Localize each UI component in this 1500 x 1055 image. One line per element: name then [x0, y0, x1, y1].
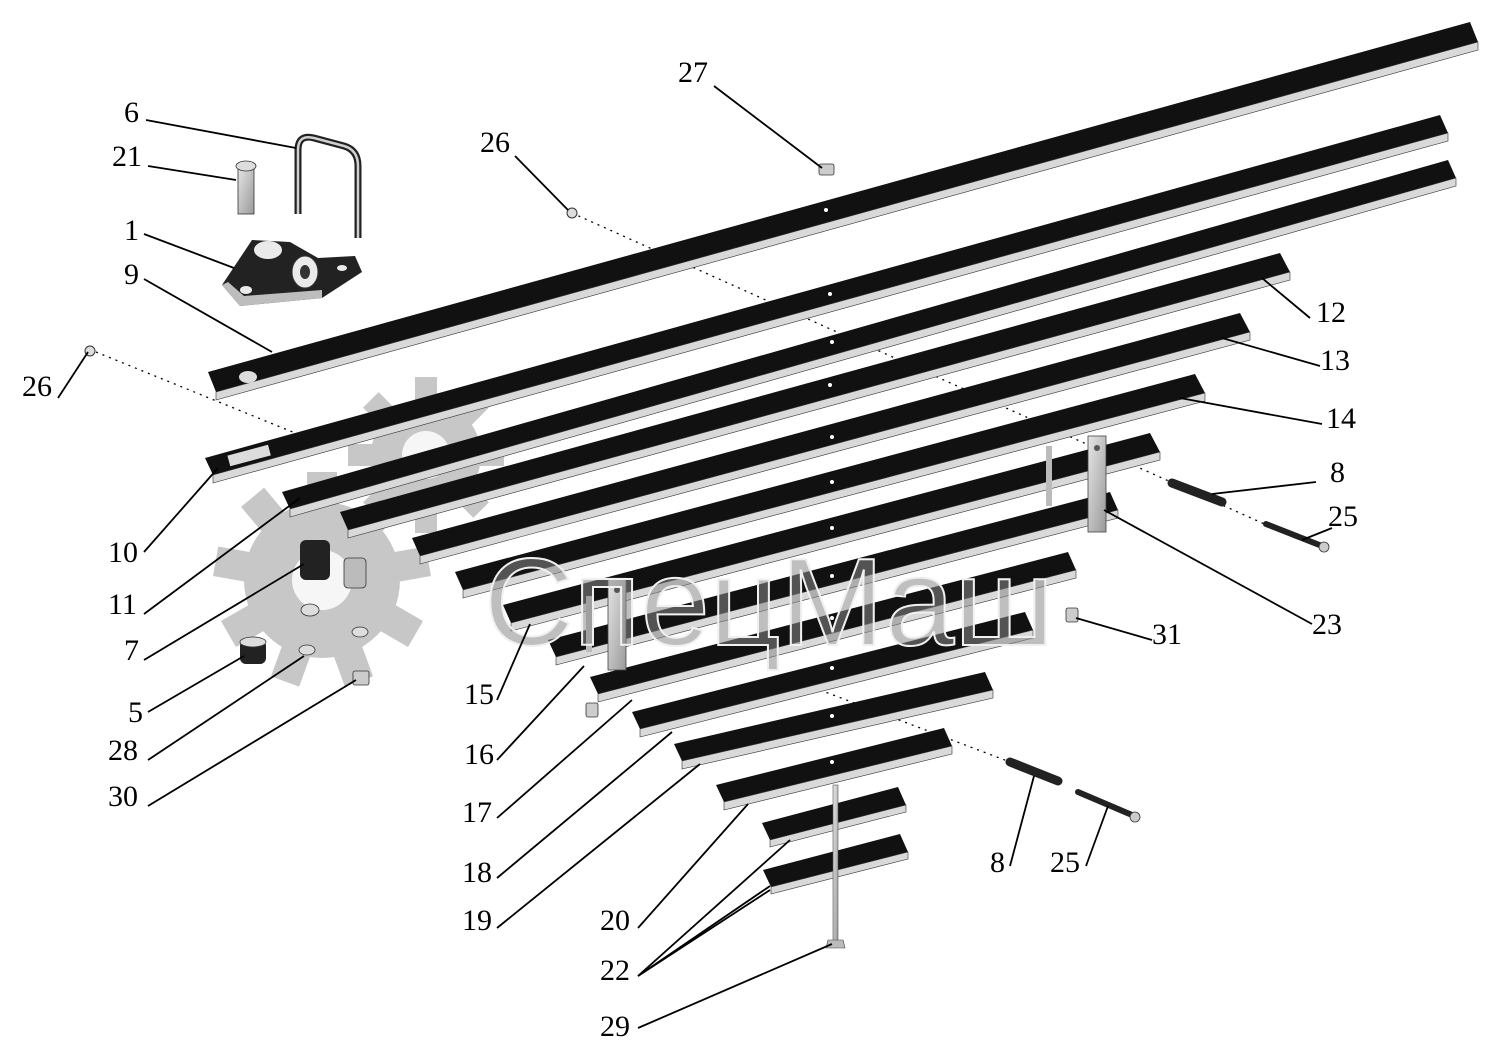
callout-29: 29 — [600, 1010, 630, 1043]
callout-20: 20 — [600, 904, 630, 937]
callout-6: 6 — [124, 96, 139, 129]
callout-18: 18 — [462, 856, 492, 889]
nut-31 — [585, 607, 1079, 718]
callout-9: 9 — [124, 258, 139, 291]
leaf-11 — [282, 160, 1457, 518]
leaf-12 — [340, 253, 1291, 539]
callout-10: 10 — [108, 536, 138, 569]
leaf-20 — [716, 728, 953, 811]
spring-leaves — [205, 22, 1479, 895]
leaf-13 — [412, 313, 1251, 565]
callout-15: 15 — [464, 678, 494, 711]
leaf-10 — [205, 115, 1449, 484]
bushing-5 — [239, 636, 267, 664]
callout-8-lower: 8 — [990, 846, 1005, 879]
callout-25-upper: 25 — [1328, 500, 1358, 533]
watermark-text: СпецМаш — [484, 534, 1054, 672]
callout-22: 22 — [600, 954, 630, 987]
callout-25-lower: 25 — [1050, 846, 1080, 879]
callout-14: 14 — [1326, 402, 1356, 435]
leaf-17 — [590, 552, 1077, 703]
callout-11: 11 — [108, 588, 137, 621]
callout-23: 23 — [1312, 608, 1342, 641]
callout-26-top: 26 — [480, 126, 510, 159]
callout-16: 16 — [464, 738, 494, 771]
callout-19: 19 — [462, 904, 492, 937]
clamp-16 — [586, 577, 627, 671]
callout-26-left: 26 — [22, 370, 52, 403]
callout-30: 30 — [108, 780, 138, 813]
callout-5: 5 — [128, 696, 143, 729]
nut-30 — [352, 670, 370, 686]
callout-31: 31 — [1152, 618, 1182, 651]
u-bolt-6 — [294, 133, 362, 238]
callout-27: 27 — [678, 56, 708, 89]
leader-lines — [57, 85, 1333, 1029]
callout-1: 1 — [124, 214, 139, 247]
bolt-25 — [1075, 521, 1330, 823]
washer-28 — [298, 626, 369, 656]
pin-21 — [235, 160, 257, 215]
callout-8-upper: 8 — [1330, 456, 1345, 489]
callout-28: 28 — [108, 734, 138, 767]
clamp-23 — [1046, 435, 1107, 533]
callout-7: 7 — [124, 634, 139, 667]
sleeve-8 — [1005, 478, 1227, 786]
bracket-1 — [222, 240, 362, 306]
bushing-7 — [300, 540, 367, 617]
leaf-14 — [455, 374, 1206, 599]
callout-labels: 6 21 1 9 26 26 27 10 11 7 5 28 30 15 16 … — [22, 56, 1358, 1043]
leaf-19 — [674, 672, 994, 770]
leaf-9 — [208, 22, 1479, 401]
callout-21: 21 — [112, 140, 142, 173]
leaf-18 — [632, 612, 1034, 738]
nut-27 — [818, 163, 835, 176]
leaf-15 — [503, 433, 1161, 632]
callout-17: 17 — [462, 796, 492, 829]
callout-13: 13 — [1320, 344, 1350, 377]
callout-12: 12 — [1316, 296, 1346, 329]
